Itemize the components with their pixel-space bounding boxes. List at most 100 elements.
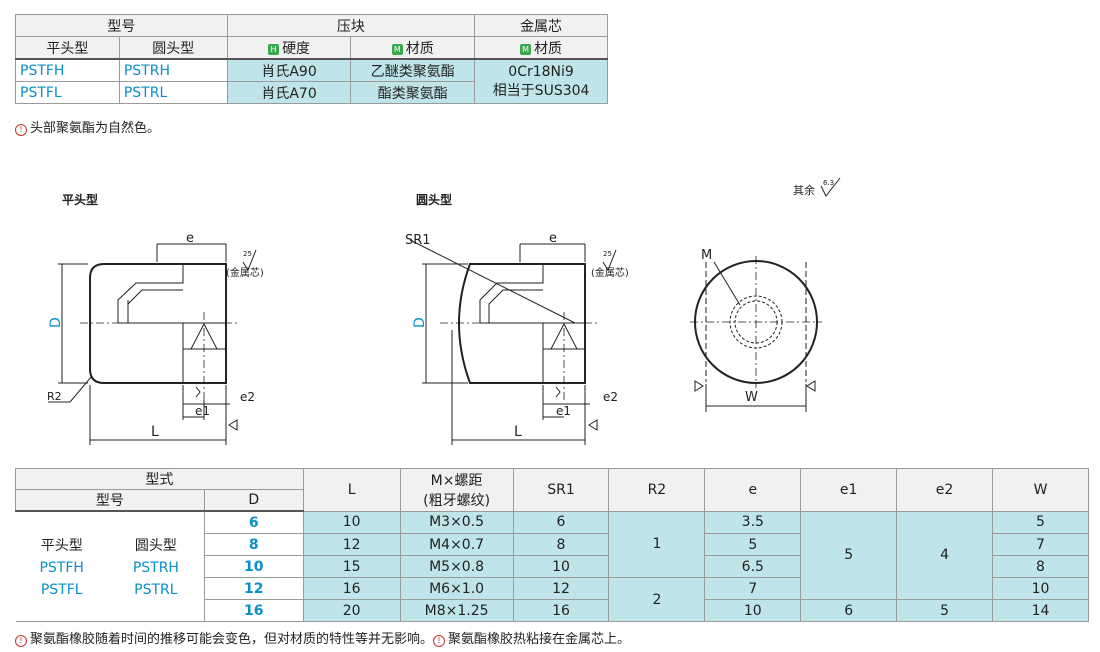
model-cell: PSTFH (15, 58, 120, 82)
note-bottom-text-1: 聚氨酯橡胶随着时间的推移可能会变色，但对材质的特性等并无影响。 (30, 632, 434, 647)
rest-roughness: 6.3 (823, 179, 834, 187)
w-cell: 5 (992, 510, 1089, 534)
l-cell: 12 (302, 533, 401, 556)
note-top: !头部聚氨酯为自然色。 (15, 117, 160, 136)
round-type-title: 圆头型 (416, 193, 453, 207)
e2-label-2: e2 (603, 390, 618, 404)
hardness-label: 硬度 (282, 40, 311, 57)
model-header: 型号 (15, 489, 205, 512)
l-cell: 16 (302, 577, 401, 600)
model-flat-h: PSTFH (39, 559, 84, 576)
w-cell: 10 (992, 577, 1089, 600)
m-header: M×螺距 (粗牙螺纹) (399, 468, 514, 512)
core-header: 金属芯 (474, 14, 608, 37)
press-header: 压块 (226, 14, 476, 37)
core-material-label: 材质 (534, 40, 563, 57)
d-cell: 8 (203, 533, 304, 556)
core-material-tag-icon: M (520, 43, 532, 55)
m-header-line-1: M×螺距 (430, 472, 483, 489)
caution-icon: ! (433, 635, 446, 647)
e1-cell: 5 (800, 510, 898, 600)
d-header: D (203, 489, 304, 512)
e2-cell: 4 (896, 510, 994, 600)
core-material-cell: 0Cr18Ni9 相当于SUS304 (474, 58, 608, 104)
w-cell: 14 (992, 599, 1089, 622)
core-note: (金属芯) (226, 266, 264, 279)
hardness-tag-icon: H (268, 43, 280, 55)
m-cell: M8×1.25 (399, 599, 514, 622)
note-bottom: !聚氨酯橡胶随着时间的推移可能会变色，但对材质的特性等并无影响。!聚氨酯橡胶热粘… (15, 628, 630, 647)
sr1-cell: 16 (512, 599, 610, 622)
m-label: M (701, 248, 712, 263)
e-cell: 3.5 (704, 510, 802, 534)
d-cell: 6 (203, 510, 304, 534)
e-header: e (704, 468, 802, 512)
d-label-2: D (412, 317, 428, 328)
core-line-2: 相当于SUS304 (492, 82, 590, 99)
style-header: 型式 (15, 468, 304, 490)
note-top-text: 头部聚氨酯为自然色。 (30, 121, 161, 136)
l-label-2: L (514, 424, 522, 440)
r2-label: R2 (47, 390, 62, 403)
table-row: 12 16 M6×1.0 12 2 7 10 (16, 577, 1089, 622)
e-cell: 5 (704, 533, 802, 556)
l-cell: 10 (302, 510, 401, 534)
end-view-drawing (690, 256, 822, 412)
rough-25: 25 (243, 250, 252, 258)
e-cell: 7 (704, 577, 802, 600)
m-cell: M6×1.0 (399, 577, 514, 600)
m-cell: M4×0.7 (399, 533, 514, 556)
e2-label: e2 (240, 390, 255, 404)
material-label: 材质 (405, 40, 434, 57)
l-header: L (302, 468, 401, 512)
d-cell: 10 (203, 555, 304, 578)
caution-icon: ! (15, 635, 27, 647)
flat-head-drawing (48, 243, 257, 445)
d-label: D (48, 317, 64, 328)
round-type-label: 圆头型 (134, 537, 177, 554)
rough-25-2: 25 (603, 250, 612, 258)
material-tag-icon: M (391, 43, 403, 55)
l-label: L (151, 424, 159, 440)
sr1-cell: 10 (512, 555, 610, 578)
core-line-1: 0Cr18Ni9 (508, 63, 574, 80)
e-label-2: e (549, 231, 557, 246)
sr1-cell: 6 (512, 510, 610, 534)
sr1-header: SR1 (512, 468, 610, 512)
hardness-cell: 肖氏A70 (226, 81, 352, 104)
note-bottom-text-2: 聚氨酯橡胶热粘接在金属芯上。 (448, 632, 631, 647)
d-cell: 16 (203, 599, 304, 622)
e-cell: 10 (704, 599, 802, 622)
r2-header: R2 (608, 468, 706, 512)
material-cell: 酯类聚氨酯 (350, 81, 476, 104)
e-label: e (186, 231, 194, 246)
d-cell: 12 (203, 577, 304, 600)
sr1-cell: 12 (512, 577, 610, 600)
flat-type-label: 平头型 (40, 537, 83, 554)
flat-type-header: 平头型 (15, 36, 120, 60)
model-round-h: PSTRH (132, 559, 179, 576)
e1-label-2: e1 (556, 404, 571, 418)
sr1-cell: 8 (512, 533, 610, 556)
e2-header: e2 (896, 468, 994, 512)
core-note-2: (金属芯) (591, 266, 629, 279)
e1-cell: 6 (800, 599, 898, 622)
model-header: 型号 (15, 14, 228, 37)
model-cell: PSTFL (15, 81, 120, 104)
r2-cell: 1 (608, 510, 706, 578)
w-label: W (745, 390, 758, 405)
m-header-line-2: (粗牙螺纹) (423, 492, 491, 509)
w-cell: 7 (992, 533, 1089, 556)
roughness-symbol-icon (820, 177, 841, 197)
m-cell: M5×0.8 (399, 555, 514, 578)
round-type-header: 圆头型 (118, 36, 228, 60)
model-round-l: PSTRL (134, 581, 178, 598)
e1-label: e1 (195, 404, 210, 418)
caution-icon: ! (15, 124, 27, 136)
